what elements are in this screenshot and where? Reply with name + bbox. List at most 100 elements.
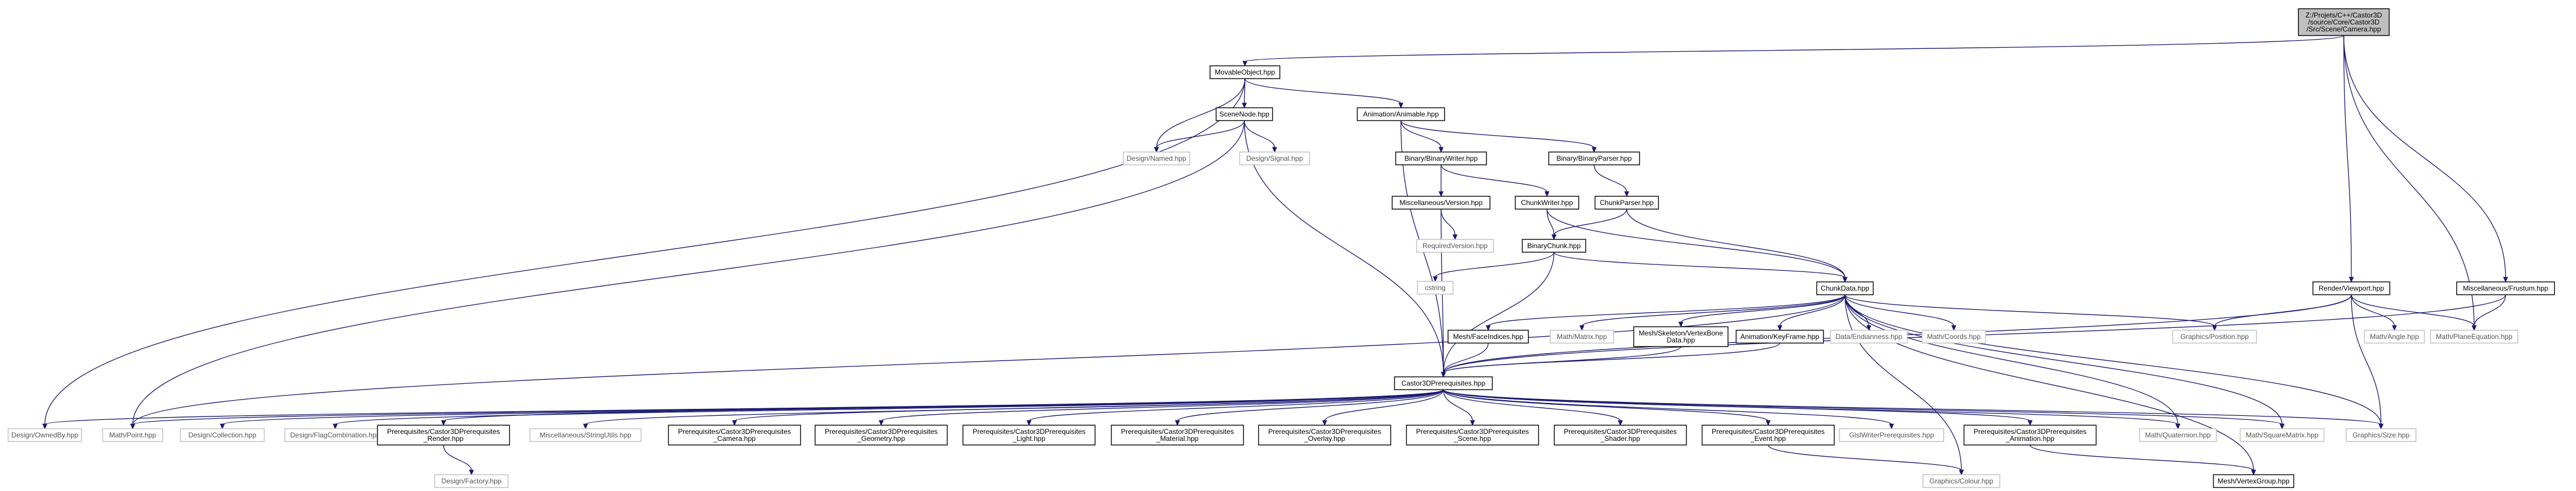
node-prshader[interactable]: Prerequisites/Castor3DPrerequisites_Shad… — [1553, 425, 1687, 446]
node-label: Design/Named.hpp — [1127, 154, 1187, 163]
node-angle: Math/Angle.hpp — [2364, 330, 2425, 344]
node-cstring: cstring — [1417, 281, 1454, 295]
edge-chunkdata-to-colour — [1844, 294, 1962, 471]
node-keyframe[interactable]: Animation/KeyFrame.hpp — [1736, 330, 1824, 344]
node-label: _Light.hpp — [1012, 435, 1045, 443]
edge-chunkdata-to-graphicssize — [1844, 294, 2382, 425]
node-label: Math/Point.hpp — [109, 431, 157, 439]
node-label: ChunkParser.hpp — [1600, 199, 1654, 207]
node-chunkdata[interactable]: ChunkData.hpp — [1816, 281, 1874, 295]
node-pranimation[interactable]: Prerequisites/Castor3DPrerequisites_Anim… — [1963, 425, 2097, 446]
node-quaternion: Math/Quaternion.hpp — [2139, 428, 2217, 442]
node-label: Math/Quaternion.hpp — [2145, 431, 2211, 439]
edge-arrowhead — [1591, 147, 1597, 153]
node-chunkwriter[interactable]: ChunkWriter.hpp — [1514, 196, 1580, 210]
edge-chunkwriter-to-chunkdata — [1546, 209, 1846, 278]
nodes-layer: Z:/Projets/C++/Castor3D/source/Core/Cast… — [8, 8, 2555, 488]
node-label: Miscellaneous/StringUtils.hpp — [540, 431, 631, 439]
edge-arrowhead — [1470, 420, 1475, 426]
node-label: Design/Collection.hpp — [189, 431, 257, 439]
node-label: Z:/Projets/C++/Castor3D — [2305, 11, 2382, 19]
node-label: Design/OwnedBy.hpp — [11, 431, 79, 439]
node-box — [1239, 151, 1310, 165]
node-scenenode[interactable]: SceneNode.hpp — [1215, 107, 1273, 121]
node-label: _Geometry.hpp — [857, 435, 905, 443]
edge-chunkparser-to-chunkdata — [1626, 209, 1846, 278]
node-box — [1392, 196, 1491, 210]
edge-arrowhead — [1958, 469, 1964, 476]
node-faceindices[interactable]: Mesh/FaceIndices.hpp — [1447, 330, 1529, 344]
node-box — [1830, 330, 1908, 344]
node-camera[interactable]: Z:/Projets/C++/Castor3D/source/Core/Cast… — [2298, 8, 2390, 36]
node-movable[interactable]: MovableObject.hpp — [1209, 65, 1280, 79]
edge-movable-to-named — [1156, 78, 1246, 149]
edge-prevent-to-colour — [1768, 444, 1962, 471]
node-box — [377, 425, 510, 446]
edge-arrowhead — [1765, 420, 1771, 426]
node-frustum[interactable]: Miscellaneous/Frustum.hpp — [2456, 281, 2555, 295]
node-plane: Math/PlaneEquation.hpp — [2430, 330, 2518, 344]
node-label: GlslWriterPrerequisites.hpp — [1849, 431, 1934, 439]
node-vertexgroup[interactable]: Mesh/VertexGroup.hpp — [2213, 474, 2294, 488]
node-renderviewport[interactable]: Render/Viewport.hpp — [2312, 281, 2390, 295]
edge-miscversion-to-reqversion — [1440, 209, 1456, 236]
edge-chunkdata-to-vertexgroup — [1844, 294, 2254, 471]
edge-camera-to-movable — [1244, 35, 2344, 62]
edge-renderviewport-to-plane — [2351, 294, 2475, 327]
node-label: Binary/BinaryParser.hpp — [1556, 154, 1632, 163]
node-label: Prerequisites/Castor3DPrerequisites — [1416, 428, 1529, 436]
node-endianness: Data/Endianness.hpp — [1830, 330, 1908, 344]
node-proverlay[interactable]: Prerequisites/Castor3DPrerequisites_Over… — [1258, 425, 1392, 446]
edge-prereq-to-prlight — [1028, 389, 1444, 422]
edge-prereq-to-prevent — [1443, 389, 1769, 422]
node-box — [1922, 474, 2000, 488]
node-box — [1215, 107, 1273, 121]
node-label: Prerequisites/Castor3DPrerequisites — [1974, 428, 2087, 436]
edge-arrowhead — [42, 423, 48, 430]
node-binparser[interactable]: Binary/BinaryParser.hpp — [1548, 151, 1640, 165]
node-animable[interactable]: Animation/Animable.hpp — [1357, 107, 1445, 121]
node-label: Mesh/Skeleton/VertexBone — [1639, 329, 1723, 337]
node-prereq[interactable]: Castor3DPrerequisites.hpp — [1394, 376, 1493, 390]
node-binwriter[interactable]: Binary/BinaryWriter.hpp — [1395, 151, 1487, 165]
node-miscversion[interactable]: Miscellaneous/Version.hpp — [1392, 196, 1491, 210]
edge-chunkdata-to-position — [1844, 294, 2215, 327]
node-label: SceneNode.hpp — [1219, 110, 1269, 118]
node-prmaterial[interactable]: Prerequisites/Castor3DPrerequisites_Mate… — [1110, 425, 1244, 446]
node-box — [1839, 428, 1945, 442]
node-prscene[interactable]: Prerequisites/Castor3DPrerequisites_Scen… — [1406, 425, 1539, 446]
node-box — [2456, 281, 2555, 295]
edge-animable-to-binwriter — [1400, 120, 1442, 149]
node-prlight[interactable]: Prerequisites/Castor3DPrerequisites_Ligh… — [962, 425, 1096, 446]
edge-arrowhead — [2251, 469, 2256, 476]
node-prcamera[interactable]: Prerequisites/Castor3DPrerequisites_Came… — [668, 425, 801, 446]
node-box — [1123, 151, 1190, 165]
node-label: _Camera.hpp — [713, 435, 756, 443]
edge-arrowhead — [2348, 277, 2354, 283]
node-binchunk[interactable]: BinaryChunk.hpp — [1521, 239, 1587, 253]
node-label: Animation/KeyFrame.hpp — [1740, 333, 1819, 341]
node-reqversion: RequiredVersion.hpp — [1416, 239, 1494, 253]
edge-prereq-to-quaternion — [1443, 389, 2178, 425]
edge-arrowhead — [1624, 191, 1630, 197]
node-box — [1416, 239, 1494, 253]
edge-binchunk-to-prereq — [1443, 252, 1555, 373]
edge-prereq-to-prmaterial — [1177, 389, 1444, 422]
node-prgeometry[interactable]: Prerequisites/Castor3DPrerequisites_Geom… — [814, 425, 948, 446]
node-chunkparser[interactable]: ChunkParser.hpp — [1594, 196, 1659, 210]
node-prevent[interactable]: Prerequisites/Castor3DPrerequisites_Even… — [1701, 425, 1835, 446]
edge-arrowhead — [332, 423, 338, 430]
edge-vertexbone-to-prereq — [1443, 346, 1681, 373]
node-box — [2240, 428, 2325, 442]
edge-prereq-to-prscene — [1443, 389, 1473, 422]
edges-layer — [42, 35, 2508, 476]
node-graphicssize: Graphics/Size.hpp — [2346, 428, 2417, 442]
node-box — [1594, 196, 1659, 210]
edge-movable-to-ownedby — [44, 78, 1246, 425]
node-prrender[interactable]: Prerequisites/Castor3DPrerequisites_Rend… — [377, 425, 510, 446]
node-box — [2172, 330, 2257, 344]
node-label: Miscellaneous/Frustum.hpp — [2463, 284, 2549, 292]
node-label: /Src/Scene/Camera.hpp — [2307, 25, 2381, 33]
